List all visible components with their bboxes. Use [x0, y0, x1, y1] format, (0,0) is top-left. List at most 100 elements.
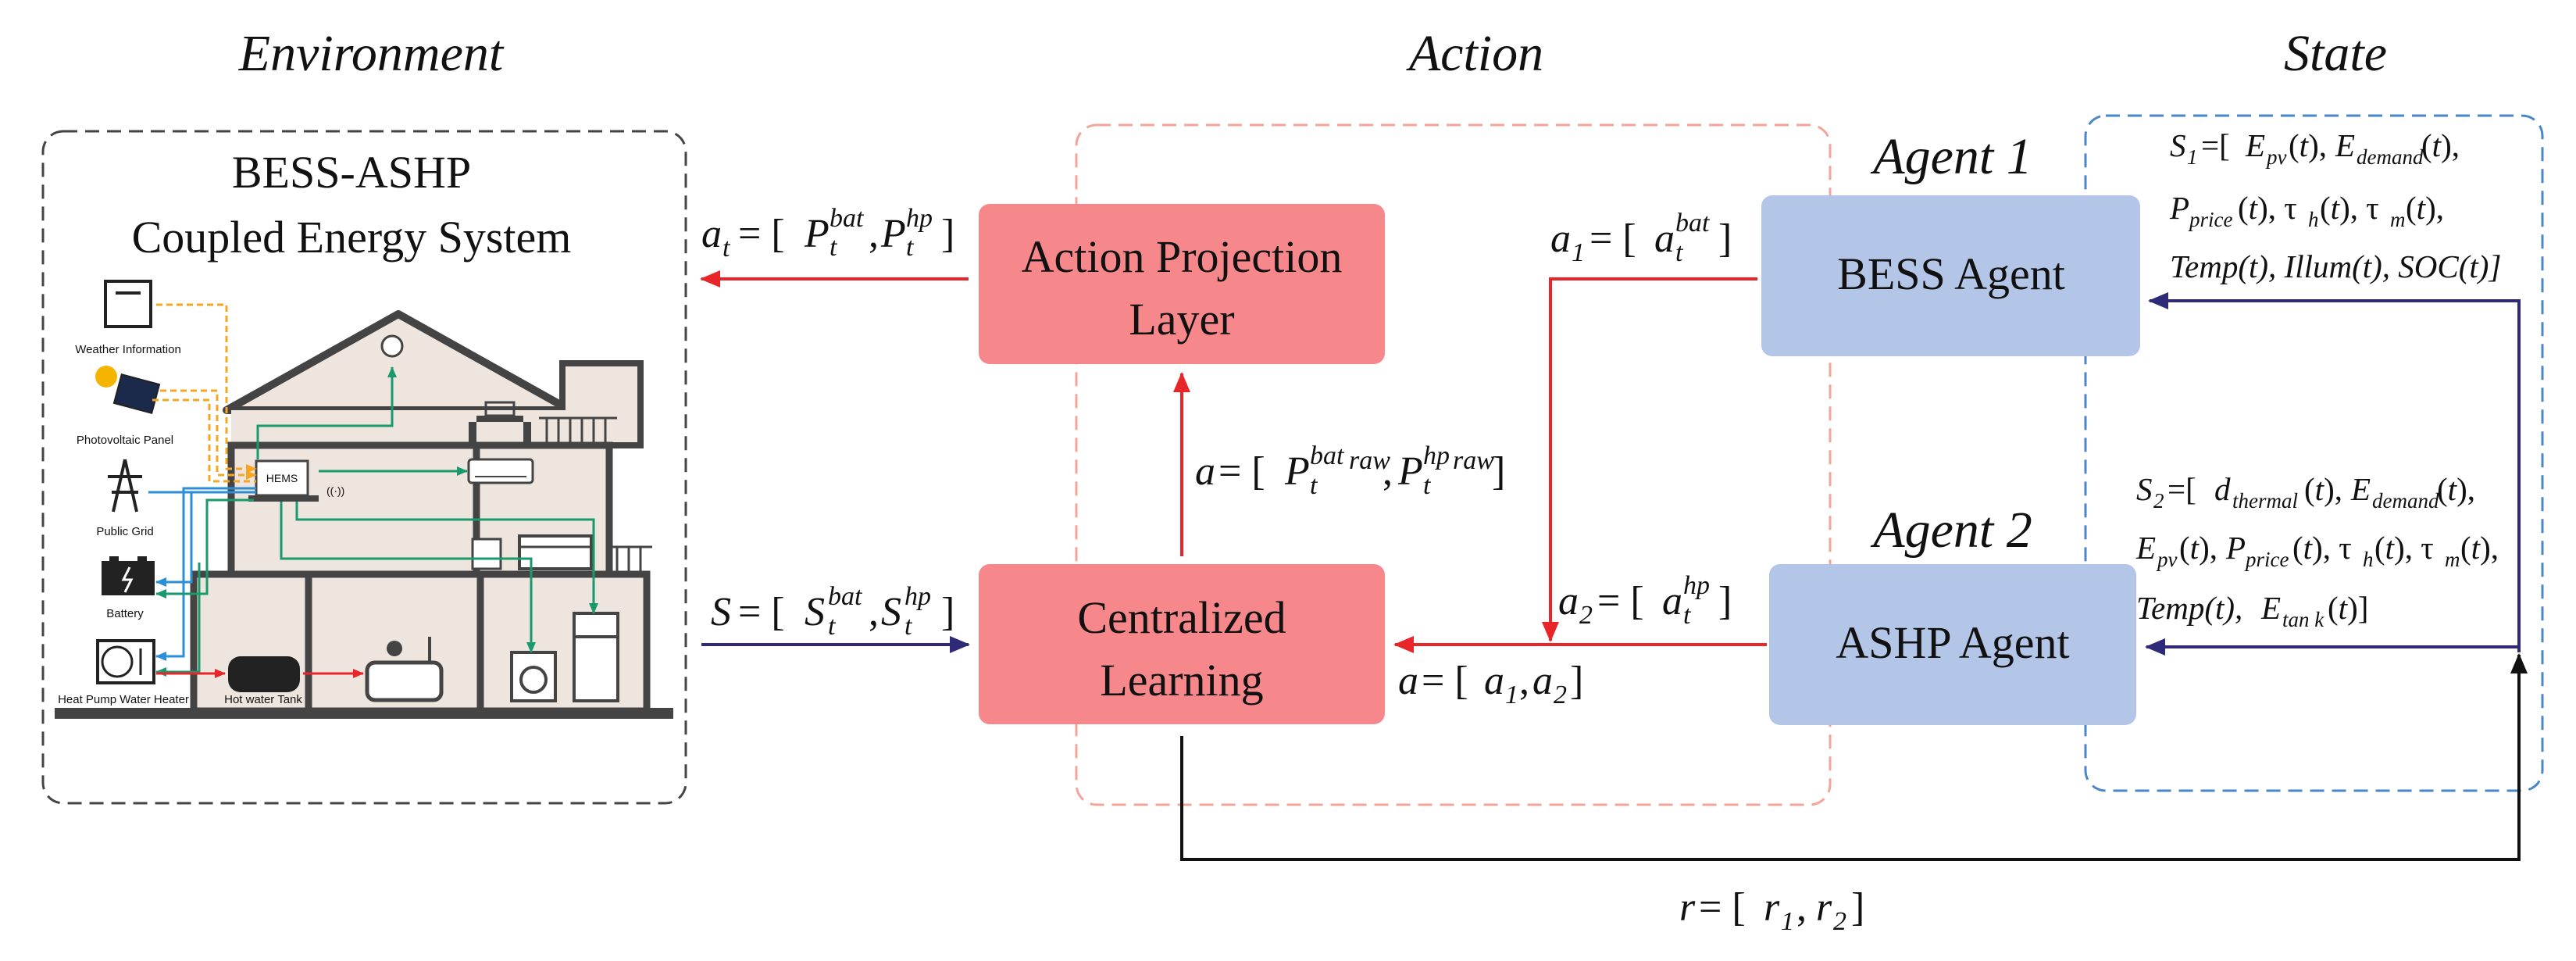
- section-title-state: State: [2284, 25, 2387, 82]
- svg-text:(t), τ: (t), τ: [2320, 190, 2379, 226]
- svg-text:(t),: (t),: [2406, 190, 2444, 226]
- centralized-learning-box: [979, 564, 1385, 724]
- action-projection-box: [979, 204, 1385, 364]
- svg-text:(t),: (t),: [2421, 127, 2460, 163]
- eq-state-s2: S 2 =[ d thermal (t), E demand (t), E pv…: [2135, 471, 2499, 631]
- svg-text:]: ]: [941, 590, 954, 634]
- heat-pump-label: Heat Pump Water Heater: [58, 693, 189, 706]
- action-box: [1075, 123, 1832, 806]
- svg-text:(t),: (t),: [2304, 471, 2342, 507]
- svg-text:a: a: [701, 212, 722, 256]
- heat-pump-icon: [96, 639, 155, 684]
- svg-text:,: ,: [1383, 449, 1393, 494]
- svg-text:(t), τ: (t), τ: [2238, 190, 2297, 226]
- svg-text:t: t: [906, 233, 915, 262]
- environment-box: [41, 130, 687, 805]
- svg-text:a: a: [1558, 579, 1579, 623]
- svg-text:price: price: [2188, 208, 2232, 231]
- svg-text:t: t: [828, 612, 837, 641]
- svg-text:hp: hp: [1683, 571, 1710, 600]
- svg-text:E: E: [2135, 530, 2156, 566]
- svg-text:E: E: [2260, 590, 2281, 626]
- svg-text:a: a: [1662, 579, 1682, 623]
- svg-text:bat: bat: [1675, 209, 1711, 238]
- eq-raw-action: a = [ P t bat raw , P t hp raw ]: [1195, 441, 1505, 500]
- svg-text:= [: = [: [1218, 449, 1265, 494]
- house-illustration: HEMS ((·)) We: [55, 280, 673, 719]
- svg-text:(t),: (t),: [2289, 127, 2327, 163]
- svg-text:1: 1: [1781, 907, 1794, 936]
- svg-text:d: d: [2214, 471, 2231, 507]
- svg-text:,: ,: [869, 212, 879, 256]
- svg-text:t: t: [1675, 238, 1684, 267]
- centralized-learning-line1: Centralized: [1077, 592, 1286, 643]
- svg-text:]: ]: [1718, 216, 1732, 261]
- svg-text:E: E: [2335, 127, 2355, 163]
- svg-text:r: r: [1816, 885, 1832, 930]
- svg-text:]: ]: [1492, 449, 1505, 494]
- svg-text:t: t: [904, 612, 913, 641]
- svg-text:a: a: [1654, 216, 1675, 261]
- arrow-bess-to-learning: [1542, 277, 1757, 642]
- bess-agent-label: BESS Agent: [1837, 248, 2065, 299]
- eq-a1: a 1 = [ a t bat ]: [1550, 209, 1732, 267]
- svg-text:Temp(t),: Temp(t),: [2136, 590, 2242, 626]
- svg-text:t: t: [1423, 471, 1432, 500]
- svg-text:= [: = [: [1422, 659, 1468, 703]
- svg-text:]: ]: [941, 212, 954, 256]
- svg-text:bat: bat: [830, 204, 865, 233]
- svg-text:,: ,: [1519, 659, 1529, 703]
- eq-a2: a 2 = [ a t hp ]: [1558, 571, 1732, 630]
- svg-text:m: m: [2390, 208, 2406, 231]
- svg-text:pv: pv: [2156, 548, 2178, 571]
- weather-info-label: Weather Information: [75, 343, 181, 356]
- svg-text:r: r: [1764, 885, 1780, 930]
- svg-text:1: 1: [1505, 681, 1518, 709]
- svg-text:(t),: (t),: [2179, 530, 2217, 566]
- svg-text:= [: = [: [738, 590, 785, 634]
- svg-text:= [: = [: [1589, 216, 1636, 261]
- svg-text:= [: = [: [1597, 579, 1644, 623]
- svg-text:price: price: [2244, 548, 2289, 571]
- svg-text:a: a: [1484, 659, 1504, 703]
- centralized-learning-line2: Learning: [1100, 655, 1263, 706]
- ashp-agent-label: ASHP Agent: [1836, 617, 2069, 668]
- svg-text:a: a: [1195, 449, 1215, 494]
- svg-text:2: 2: [1579, 601, 1593, 630]
- svg-text:,: ,: [1796, 885, 1807, 930]
- svg-text:P: P: [880, 212, 906, 256]
- svg-text:E: E: [2245, 127, 2265, 163]
- svg-text:S: S: [2136, 471, 2153, 507]
- action-projection-line1: Action Projection: [1022, 231, 1343, 282]
- svg-text:S: S: [2170, 127, 2186, 163]
- agent2-label: Agent 2: [1870, 502, 2032, 559]
- svg-text:t: t: [722, 234, 731, 263]
- power-grid-icon: [108, 459, 142, 513]
- svg-text:(t),: (t),: [2460, 530, 2499, 566]
- svg-text:a: a: [1398, 659, 1418, 703]
- eq-projected-action: a t = [ P t bat , P t hp ]: [701, 204, 954, 263]
- svg-text:h: h: [2363, 548, 2374, 571]
- svg-text:]: ]: [1851, 885, 1864, 930]
- eq-reward: r = [ r 1 , r 2 ]: [1679, 885, 1864, 936]
- svg-text:raw: raw: [1349, 446, 1390, 475]
- section-title-environment: Environment: [238, 25, 505, 82]
- svg-text:P: P: [1284, 449, 1310, 494]
- grid-label: Public Grid: [96, 525, 153, 538]
- svg-text:demand: demand: [2372, 489, 2439, 513]
- svg-text:S: S: [711, 590, 731, 634]
- section-title-action: Action: [1406, 25, 1543, 82]
- svg-text:bat: bat: [828, 582, 863, 611]
- svg-text:a: a: [1550, 216, 1571, 261]
- pv-label: Photovoltaic Panel: [77, 434, 173, 447]
- agent1-label: Agent 1: [1870, 128, 2032, 185]
- svg-text:t: t: [830, 233, 838, 262]
- bess-agent-box: [1761, 195, 2140, 356]
- svg-text:hp: hp: [1423, 441, 1450, 470]
- svg-text:a: a: [1532, 659, 1553, 703]
- svg-text:raw: raw: [1453, 446, 1494, 475]
- svg-text:(t), τ: (t), τ: [2292, 530, 2352, 566]
- svg-text:,: ,: [869, 590, 879, 634]
